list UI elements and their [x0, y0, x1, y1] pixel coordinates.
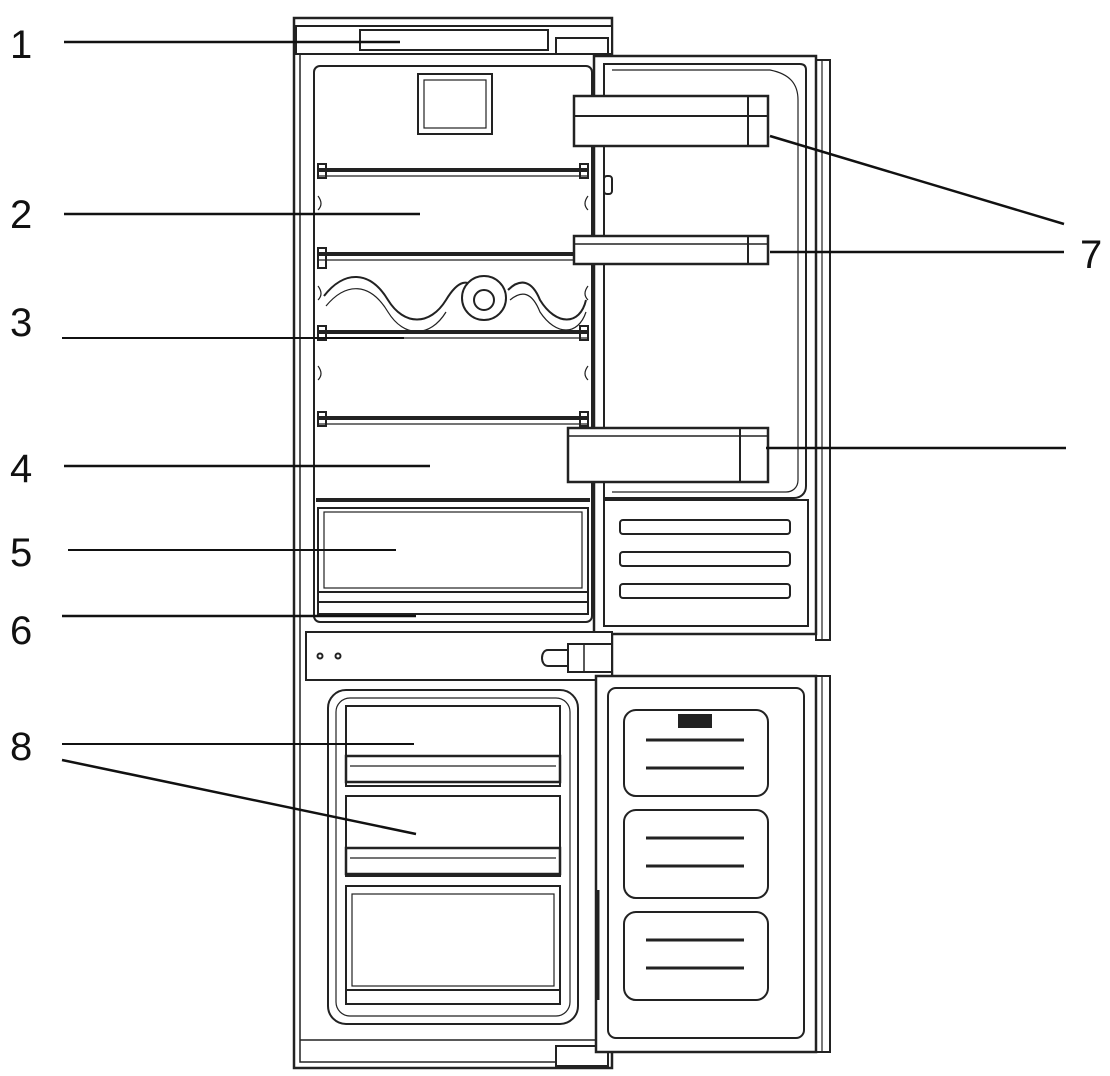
middle-hinge: [567, 643, 613, 673]
bottle-rack-inner-2: [509, 293, 587, 331]
fridge-interior: [313, 65, 593, 623]
callout-8: 8: [10, 725, 32, 769]
freezer-door-edge: [815, 675, 831, 1053]
callout-7: 7: [1080, 233, 1102, 277]
freezer-door: [594, 674, 831, 1054]
divider-dot-2: [334, 652, 342, 660]
callout-numbers: 1 2 3 4 5 6 7 8: [10, 23, 1102, 769]
top-hinge: [555, 37, 609, 55]
freezer-door-pocket-3: [623, 911, 769, 1001]
light-housing: [417, 73, 493, 135]
door-slot-2: [619, 551, 791, 567]
freezer-drawer-3: [345, 885, 561, 1005]
door-balcony-3: [566, 426, 770, 484]
divider-dot-1: [316, 652, 324, 660]
door-latch: [603, 175, 613, 195]
bottle-rack: [323, 276, 587, 321]
callout-2: 2: [10, 193, 32, 237]
fridge-door-liner: [603, 63, 807, 499]
door-slot-3: [619, 583, 791, 599]
freezer-drawer-1: [345, 705, 561, 787]
middle-divider: [305, 631, 613, 681]
freezer-compartment: [300, 689, 610, 1067]
door-balcony-2-end: [747, 235, 769, 265]
callout-6: 6: [10, 609, 32, 653]
door-balcony-3-end: [739, 427, 769, 483]
leader-lines: [61, 40, 1066, 836]
rack-knob-center: [473, 289, 495, 311]
support-ribs-right: [584, 195, 589, 381]
divider-panel: [305, 631, 613, 681]
door-balcony-1-end: [747, 95, 769, 147]
fridge-compartment: [313, 65, 593, 623]
top-vent-panel: [359, 29, 549, 51]
fridge-door-lower-panel: [603, 499, 809, 627]
support-r3: [579, 325, 589, 341]
freezer-door-liner: [607, 687, 805, 1039]
freezer-interior: [327, 689, 579, 1025]
middle-hinge-pin: [541, 649, 568, 667]
freezer-star-badge: [678, 714, 712, 728]
fridge-door-edge: [815, 59, 831, 641]
support-l3: [317, 325, 327, 341]
freezer-door-pocket-2: [623, 809, 769, 899]
door-balcony-1: [572, 94, 770, 148]
callout-4: 4: [10, 447, 32, 491]
fridge-door-outer: [592, 54, 818, 636]
freezer-drawer-2-front: [344, 846, 562, 876]
freezer-drawer-2: [345, 795, 561, 877]
freezer-drawer-1-front: [344, 754, 562, 784]
leader-7a: [769, 134, 1065, 226]
support-r1: [579, 163, 589, 179]
support-l4: [317, 411, 327, 427]
rack-knob: [461, 275, 507, 321]
fridge-door: [566, 54, 831, 641]
support-ribs-left: [317, 195, 322, 381]
callout-5: 5: [10, 531, 32, 575]
left-shelf-supports: [317, 163, 327, 427]
support-l2: [317, 247, 327, 269]
support-l1: [317, 163, 327, 179]
door-slot-1: [619, 519, 791, 535]
crisper-drawer: [317, 507, 589, 615]
door-balcony-2: [572, 234, 770, 266]
leader-8b: [61, 758, 417, 836]
support-r4: [579, 411, 589, 427]
light-housing-inner: [423, 79, 487, 129]
freezer-door-pocket-1: [623, 709, 769, 797]
freezer-door-outer: [594, 674, 818, 1054]
bottle-rack-inner: [325, 288, 447, 333]
callout-3: 3: [10, 301, 32, 345]
fridge-door-liner-inner: [612, 69, 799, 493]
callout-1: 1: [10, 23, 32, 67]
freezer-interior-inner: [335, 697, 571, 1017]
freezer-drawer-3-inner: [351, 893, 555, 987]
